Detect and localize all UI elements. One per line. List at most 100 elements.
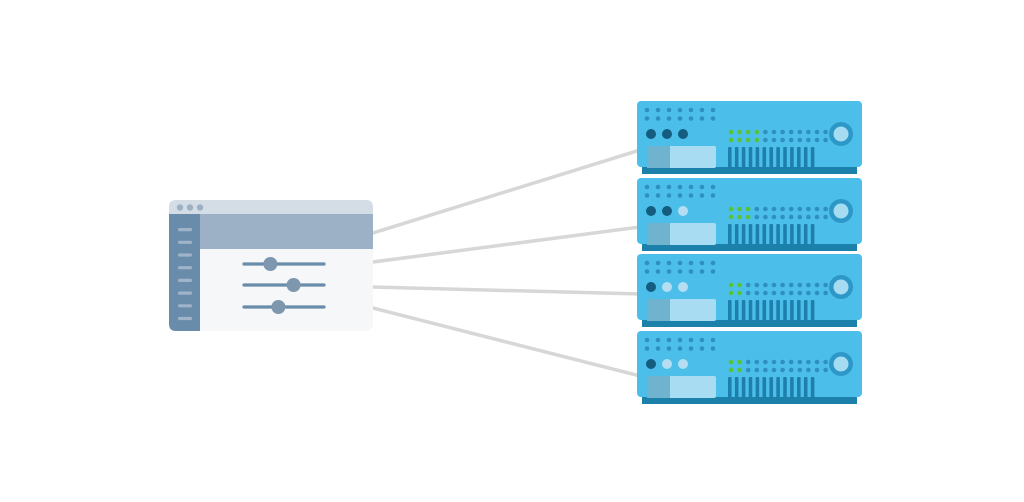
server-rack [637, 101, 862, 404]
vent-dot [666, 346, 672, 351]
led-dot [771, 129, 777, 135]
vent-dot [644, 184, 650, 190]
vent-dot [699, 193, 705, 198]
server-2 [637, 178, 862, 251]
led-dot [806, 367, 811, 373]
vent-slot [803, 147, 808, 168]
vent-slot [803, 377, 808, 398]
led-dot [745, 367, 751, 373]
server-base [642, 243, 857, 251]
vent-slot [762, 377, 767, 398]
vent-dot [666, 260, 672, 266]
status-led [728, 129, 734, 135]
led-dot [771, 206, 777, 212]
led-dot [763, 367, 768, 373]
vent-slot [762, 300, 767, 321]
status-led [728, 137, 734, 143]
connector-line-server-2 [371, 225, 642, 264]
vent-slot [734, 224, 739, 245]
settings-window-icon [169, 200, 373, 331]
status-led [745, 206, 751, 212]
vent-slot [810, 377, 815, 398]
drive-bay-handle [647, 376, 670, 398]
vent-dot [655, 107, 661, 113]
vent-dot [710, 107, 716, 113]
status-led [745, 129, 751, 135]
led-dot [814, 359, 820, 365]
vent-slot [755, 300, 760, 321]
led-dot [814, 290, 820, 296]
vent-slot [790, 377, 794, 398]
vent-slot [734, 147, 739, 168]
indicator-light [678, 282, 688, 292]
vent-slot [728, 147, 732, 168]
led-dot [823, 359, 828, 365]
sidebar-item [178, 253, 192, 257]
vent-slot [741, 224, 746, 245]
led-dot [754, 214, 760, 220]
led-dot [797, 137, 803, 143]
led-dot [814, 367, 820, 373]
vent-dot [677, 116, 683, 121]
vent-slot [790, 300, 794, 321]
vent-slot [748, 224, 753, 245]
indicator-light [646, 206, 656, 216]
indicator-light [678, 359, 688, 369]
vent-dot [699, 269, 705, 274]
led-dot [806, 129, 811, 135]
led-dot [823, 282, 828, 288]
status-led [737, 214, 742, 220]
server-base [642, 166, 857, 174]
led-dot [806, 282, 811, 288]
led-dot [788, 206, 794, 212]
vent-slot [783, 224, 787, 245]
vent-slot [769, 147, 773, 168]
status-led [728, 214, 734, 220]
led-dot [780, 282, 785, 288]
led-dot [763, 129, 768, 135]
led-dot [788, 214, 794, 220]
vent-dot [710, 116, 716, 121]
titlebar-button [176, 204, 184, 211]
sidebar-item [178, 278, 192, 282]
vent-slot [803, 300, 808, 321]
vent-dot [644, 269, 650, 274]
led-dot [814, 137, 820, 143]
indicator-light [678, 206, 688, 216]
vent-slot [755, 377, 760, 398]
vent-slot [755, 147, 760, 168]
vent-slot [769, 224, 773, 245]
vent-slot [783, 377, 787, 398]
vent-slot [755, 224, 760, 245]
led-dot [771, 359, 777, 365]
status-led [737, 290, 742, 296]
sidebar-item [178, 316, 192, 321]
sidebar-item [178, 240, 192, 244]
vent-dot [710, 337, 716, 343]
indicator-light [678, 129, 688, 139]
vent-dot [699, 184, 705, 190]
window-header [200, 214, 373, 249]
window-sidebar [169, 214, 200, 331]
led-dot [763, 206, 768, 212]
vent-slot [810, 147, 815, 168]
vent-dot [688, 184, 694, 190]
led-dot [745, 282, 751, 288]
vent-dot [666, 269, 672, 274]
indicator-light [662, 206, 672, 216]
vent-slot [783, 147, 787, 168]
vent-dot [699, 337, 705, 343]
vent-slot [748, 377, 753, 398]
vent-dot [688, 346, 694, 351]
vent-dot [688, 116, 694, 121]
led-dot [814, 129, 820, 135]
vent-dot [655, 346, 661, 351]
led-dot [780, 137, 785, 143]
vent-dot [699, 107, 705, 113]
status-led [737, 359, 742, 365]
vent-dot [710, 269, 716, 274]
vent-dot [677, 346, 683, 351]
vent-slot [728, 300, 732, 321]
vent-dot [644, 116, 650, 121]
led-dot [754, 206, 760, 212]
